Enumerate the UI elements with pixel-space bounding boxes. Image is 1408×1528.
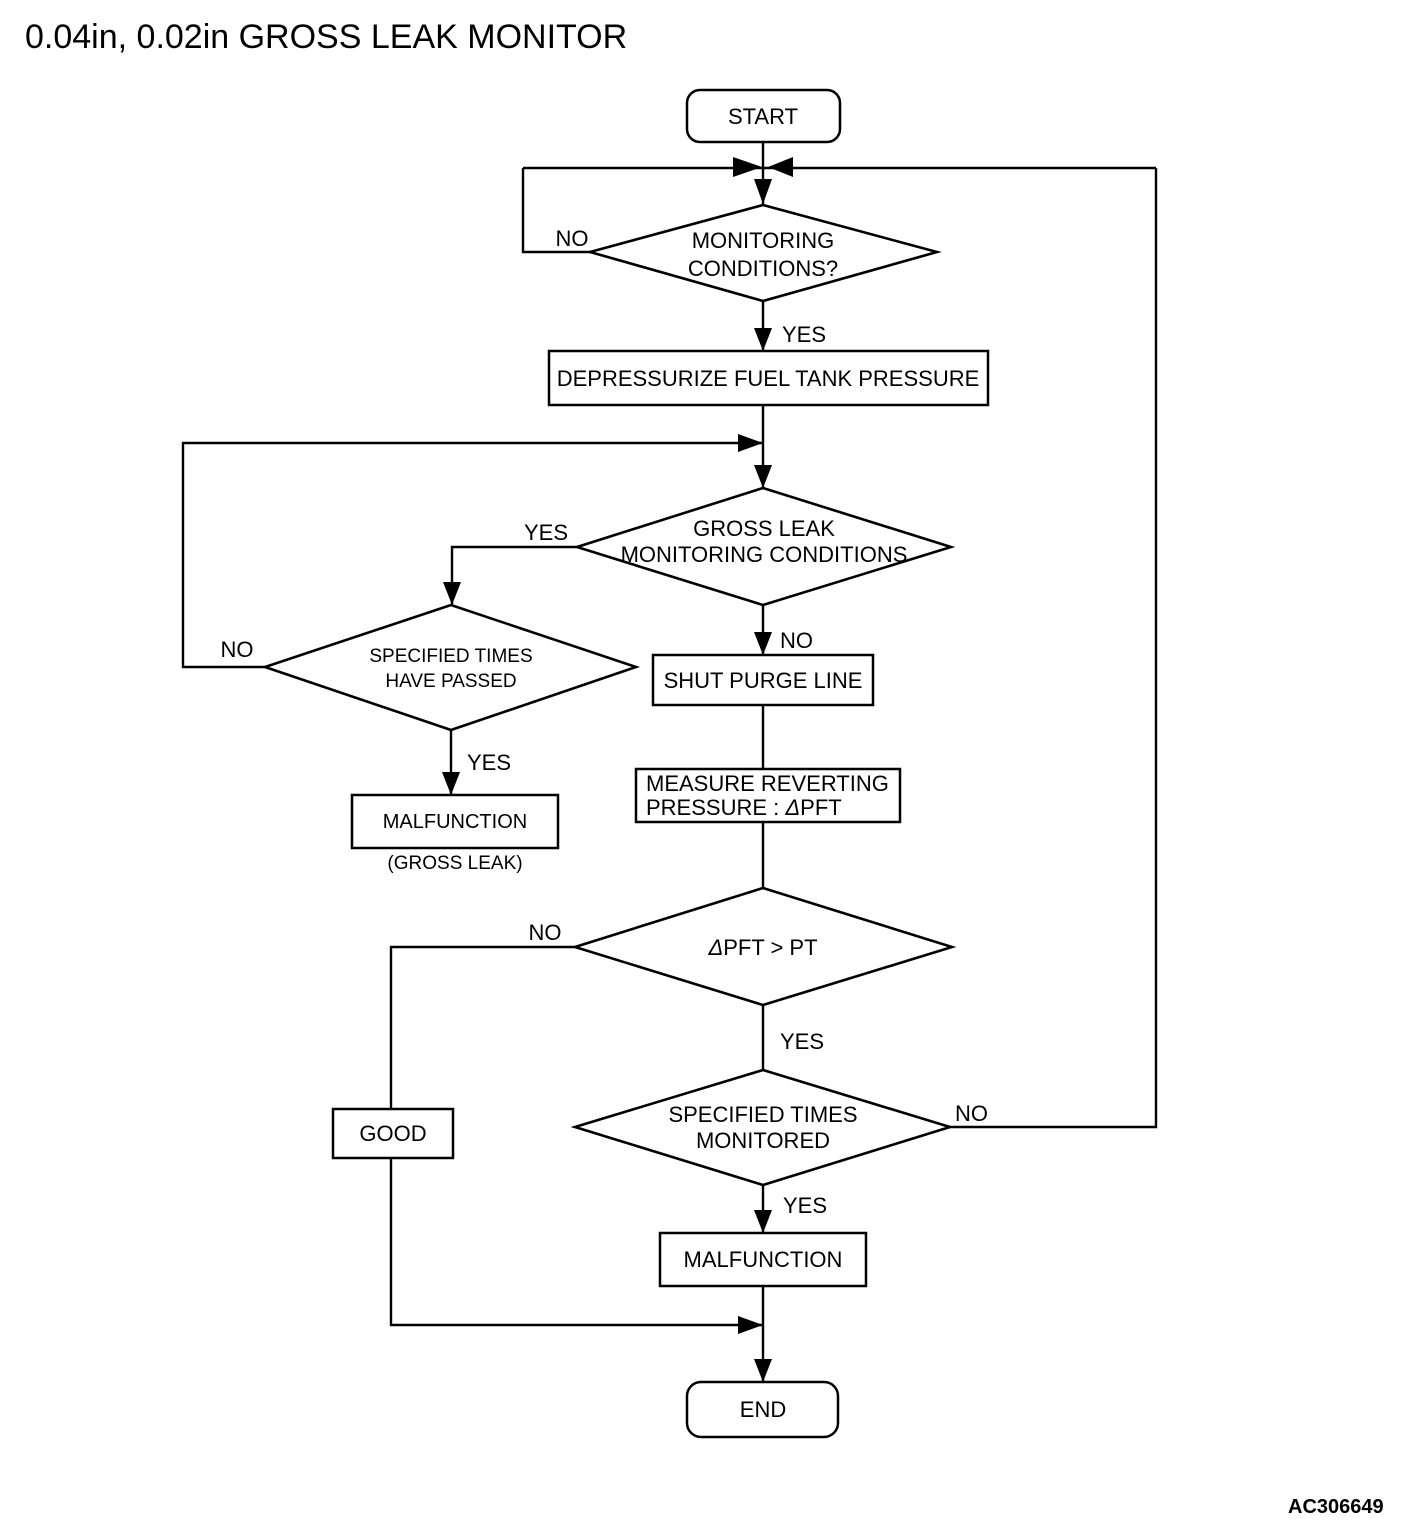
arrow-into-malfunction-gl-icon — [442, 772, 460, 795]
shut-purge-line-node — [651, 653, 875, 707]
edge-monitored-no-loop — [950, 168, 1158, 1129]
times-passed-no-label: NO — [221, 637, 254, 662]
specified-times-passed-node — [260, 603, 641, 732]
monitored-yes-label: YES — [783, 1193, 827, 1218]
edge-gross-leak-yes — [450, 545, 577, 605]
end-label: END — [740, 1397, 786, 1422]
monitoring-conditions-label-line1: MONITORING — [692, 228, 835, 253]
left-loop-rail — [181, 441, 763, 669]
start-label: START — [728, 104, 798, 129]
gross-leak-label-line1: GROSS LEAK — [693, 516, 835, 541]
arrow-into-gross-leak-icon — [754, 465, 772, 488]
flow-nodes — [260, 88, 990, 1439]
specified-times-monitored-node — [570, 1068, 955, 1187]
measure-reverting-label-line2: PRESSURE : ΔPFT — [646, 795, 842, 820]
measure-line2-suffix: PFT — [800, 795, 842, 820]
malfunction-gross-leak-node — [350, 793, 560, 850]
arrow-into-malfunction-icon — [754, 1210, 772, 1233]
start-node — [685, 88, 842, 144]
delta-pft-no-label: NO — [529, 920, 562, 945]
page-title: 0.04in, 0.02in GROSS LEAK MONITOR — [25, 18, 627, 56]
monitored-no-label: NO — [955, 1101, 988, 1126]
times-passed-label-line1: SPECIFIED TIMES — [369, 646, 532, 667]
delta-pft-rest: PFT > PT — [723, 935, 817, 960]
arrow-converge-right-icon — [768, 157, 793, 177]
gross-leak-yes-label: YES — [524, 520, 568, 545]
arrow-into-times-passed-icon — [443, 582, 461, 605]
good-node — [331, 1107, 455, 1160]
end-node — [685, 1380, 840, 1439]
times-passed-yes-label: YES — [467, 750, 511, 775]
gross-leak-label-line2: MONITORING CONDITIONS — [621, 542, 908, 567]
monitoring-conditions-label-line2: CONDITIONS? — [688, 256, 838, 281]
shut-purge-line-label: SHUT PURGE LINE — [664, 668, 863, 693]
edge-monitoring-no-loop — [521, 168, 590, 254]
malfunction-gross-leak-label: MALFUNCTION — [383, 811, 527, 833]
times-passed-label-line2: HAVE PASSED — [385, 671, 516, 692]
arrow-into-depressurize-icon — [754, 328, 772, 351]
delta-symbol: Δ — [784, 795, 800, 820]
malfunction-gross-leak-sublabel: (GROSS LEAK) — [387, 853, 522, 874]
arrow-into-monitoring-icon — [754, 179, 772, 204]
malfunction-label: MALFUNCTION — [684, 1247, 843, 1272]
monitoring-conditions-node — [585, 203, 942, 303]
measure-reverting-node — [634, 767, 902, 824]
malfunction-node — [658, 1231, 868, 1288]
delta-pft-yes-label: YES — [780, 1029, 824, 1054]
monitoring-yes-label: YES — [782, 322, 826, 347]
arrow-left-rail-junction-icon — [738, 434, 763, 452]
arrow-good-path-junction-icon — [738, 1316, 763, 1334]
delta-pft-gt-pt-node — [570, 886, 957, 1007]
arrow-into-shut-purge-icon — [754, 632, 772, 655]
times-monitored-label-line2: MONITORED — [696, 1128, 830, 1153]
depressurize-label: DEPRESSURIZE FUEL TANK PRESSURE — [557, 366, 980, 391]
flow-connectors — [181, 142, 1158, 1382]
monitoring-no-label: NO — [556, 226, 589, 251]
good-label: GOOD — [359, 1121, 426, 1146]
figure-code: AC306649 — [1288, 1496, 1384, 1518]
delta-symbol: Δ — [707, 935, 723, 960]
flow-arrowheads — [442, 157, 793, 1382]
arrow-into-end-icon — [754, 1359, 772, 1382]
arrow-converge-left-icon — [733, 157, 762, 177]
depressurize-node — [547, 349, 990, 407]
times-monitored-label-line1: SPECIFIED TIMES — [668, 1102, 857, 1127]
delta-pft-gt-pt-label: ΔPFT > PT — [707, 935, 817, 960]
gross-leak-conditions-node — [572, 486, 956, 607]
gross-leak-no-label: NO — [780, 628, 813, 653]
measure-reverting-label-line1: MEASURE REVERTING — [646, 771, 889, 796]
flow-text: 0.04in, 0.02in GROSS LEAK MONITOR START … — [25, 18, 1384, 1518]
measure-line2-prefix: PRESSURE : — [646, 795, 785, 820]
